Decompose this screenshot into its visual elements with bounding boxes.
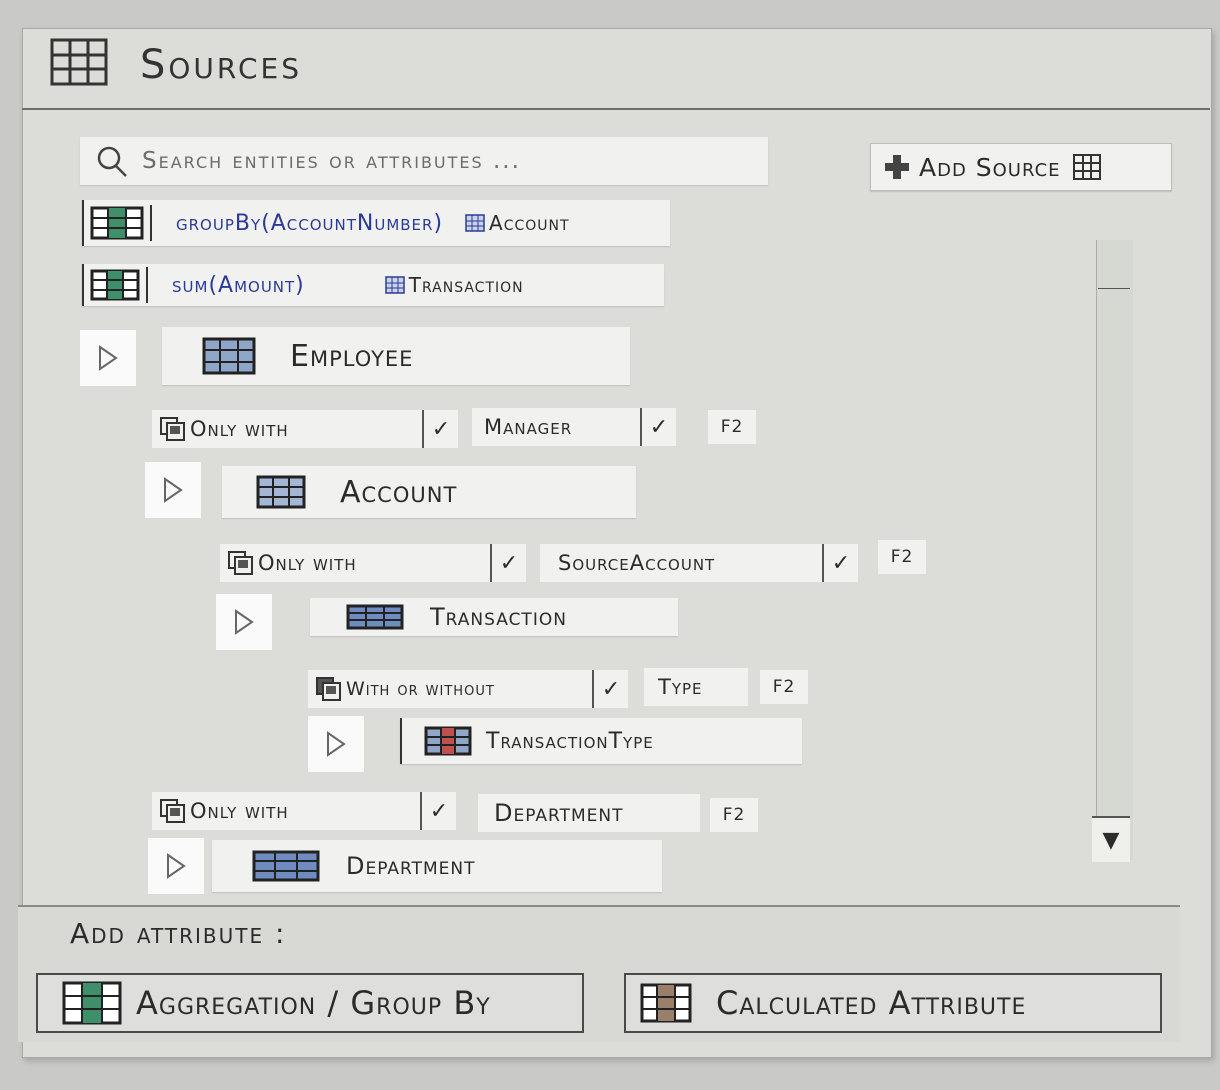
attribute-entity-label: Transaction: [408, 273, 524, 297]
table-icon: [50, 38, 108, 86]
function-button[interactable]: F2: [878, 540, 926, 574]
expand-department-button[interactable]: [148, 838, 204, 894]
table-icon: [252, 850, 320, 882]
table-green-icon: [90, 269, 140, 301]
play-icon: [164, 477, 183, 503]
aggregation-group-by-button[interactable]: Aggregation / Group By: [36, 973, 584, 1033]
relation-label: Type: [658, 675, 703, 699]
entity-name: Transaction: [430, 603, 567, 631]
entity-employee[interactable]: Employee: [162, 327, 630, 385]
join-mode-select[interactable]: With or without ✓: [308, 670, 628, 708]
relation-label: Manager: [484, 415, 573, 439]
relation-select[interactable]: Type: [644, 668, 748, 706]
table-icon: [385, 276, 405, 294]
function-button[interactable]: F2: [760, 670, 808, 704]
calculated-attribute-button[interactable]: Calculated Attribute: [624, 973, 1162, 1033]
play-icon: [167, 853, 186, 879]
entity-department[interactable]: Department: [212, 840, 662, 892]
attribute-source-entity: Account: [465, 211, 570, 235]
table-icon: [424, 726, 472, 756]
expand-account-button[interactable]: [145, 462, 201, 518]
plus-icon: [883, 153, 911, 181]
scrollbar-track[interactable]: [1096, 240, 1133, 860]
relation-select[interactable]: Department: [478, 794, 700, 832]
join-mode-select[interactable]: Only with ✓: [220, 544, 526, 582]
expand-transaction-button[interactable]: [216, 594, 272, 650]
attribute-row-sum[interactable]: sum(Amount) Transaction: [82, 264, 664, 306]
table-icon: [465, 214, 485, 232]
table-icon: [202, 337, 256, 375]
relation-select[interactable]: Manager ✓: [472, 408, 676, 446]
copy-icon: [160, 799, 186, 823]
scrollbar-thumb[interactable]: [1098, 244, 1130, 289]
chevron-down-icon[interactable]: ✓: [592, 670, 628, 708]
play-icon: [327, 731, 346, 757]
attribute-source-entity: Transaction: [385, 273, 524, 297]
join-mode-select[interactable]: Only with ✓: [152, 792, 456, 830]
aggregation-label: Aggregation / Group By: [136, 984, 491, 1022]
footer-title: Add attribute :: [70, 917, 287, 950]
calculated-attribute-label: Calculated Attribute: [716, 984, 1027, 1022]
join-mode-label: Only with: [190, 799, 289, 823]
chevron-down-icon[interactable]: ✓: [420, 792, 456, 830]
join-mode-label: With or without: [346, 678, 495, 700]
chevron-down-icon[interactable]: ✓: [490, 544, 526, 582]
function-button[interactable]: F2: [710, 798, 758, 832]
entity-name: Department: [346, 852, 476, 880]
join-mode-select[interactable]: Only with ✓: [152, 410, 458, 448]
page-title: Sources: [140, 42, 302, 88]
entity-transaction[interactable]: Transaction: [310, 598, 678, 636]
attribute-row-groupby[interactable]: groupBy(AccountNumber) Account: [82, 200, 670, 246]
table-icon: [640, 983, 692, 1023]
play-icon: [235, 609, 254, 635]
join-mode-label: Only with: [258, 551, 357, 575]
copy-icon: [228, 551, 254, 575]
play-icon: [99, 345, 118, 371]
relation-label: SourceAccount: [558, 551, 716, 575]
scroll-down-icon[interactable]: ▼: [1092, 816, 1130, 862]
entity-transaction-type[interactable]: TransactionType: [400, 718, 802, 764]
expand-transaction-type-button[interactable]: [308, 716, 364, 772]
panel-header: Sources: [22, 28, 1210, 110]
function-button[interactable]: F2: [708, 410, 756, 444]
attribute-expression: groupBy(AccountNumber): [176, 210, 444, 236]
search-input[interactable]: Search entities or attributes ...: [80, 137, 768, 185]
table-green-icon: [62, 981, 122, 1025]
table-green-icon: [90, 206, 144, 240]
chevron-down-icon[interactable]: ✓: [422, 410, 458, 448]
entity-account[interactable]: Account: [222, 466, 636, 518]
join-mode-label: Only with: [190, 417, 289, 441]
table-icon: [346, 604, 404, 630]
entity-name: TransactionType: [486, 728, 654, 754]
add-source-label: Add Source: [919, 152, 1061, 182]
search-icon: [96, 145, 128, 177]
relation-select[interactable]: SourceAccount ✓: [540, 544, 858, 582]
attribute-expression: sum(Amount): [172, 272, 305, 298]
expand-employee-button[interactable]: [80, 330, 136, 386]
copy-icon: [316, 677, 342, 701]
vertical-scrollbar[interactable]: ▼: [1084, 240, 1134, 866]
divider: [150, 205, 152, 241]
search-placeholder: Search entities or attributes ...: [142, 148, 521, 174]
entity-name: Account: [340, 474, 458, 510]
add-source-button[interactable]: Add Source: [870, 143, 1172, 191]
chevron-down-icon[interactable]: ✓: [640, 408, 676, 446]
add-attribute-footer: Add attribute : Aggregation / Group By C…: [18, 905, 1180, 1042]
relation-label: Department: [494, 799, 624, 827]
chevron-down-icon[interactable]: ✓: [822, 544, 858, 582]
table-icon: [1072, 154, 1101, 180]
divider: [146, 267, 148, 303]
entity-name: Employee: [290, 338, 414, 374]
attribute-entity-label: Account: [489, 211, 570, 235]
copy-icon: [160, 417, 186, 441]
table-icon: [256, 475, 306, 509]
